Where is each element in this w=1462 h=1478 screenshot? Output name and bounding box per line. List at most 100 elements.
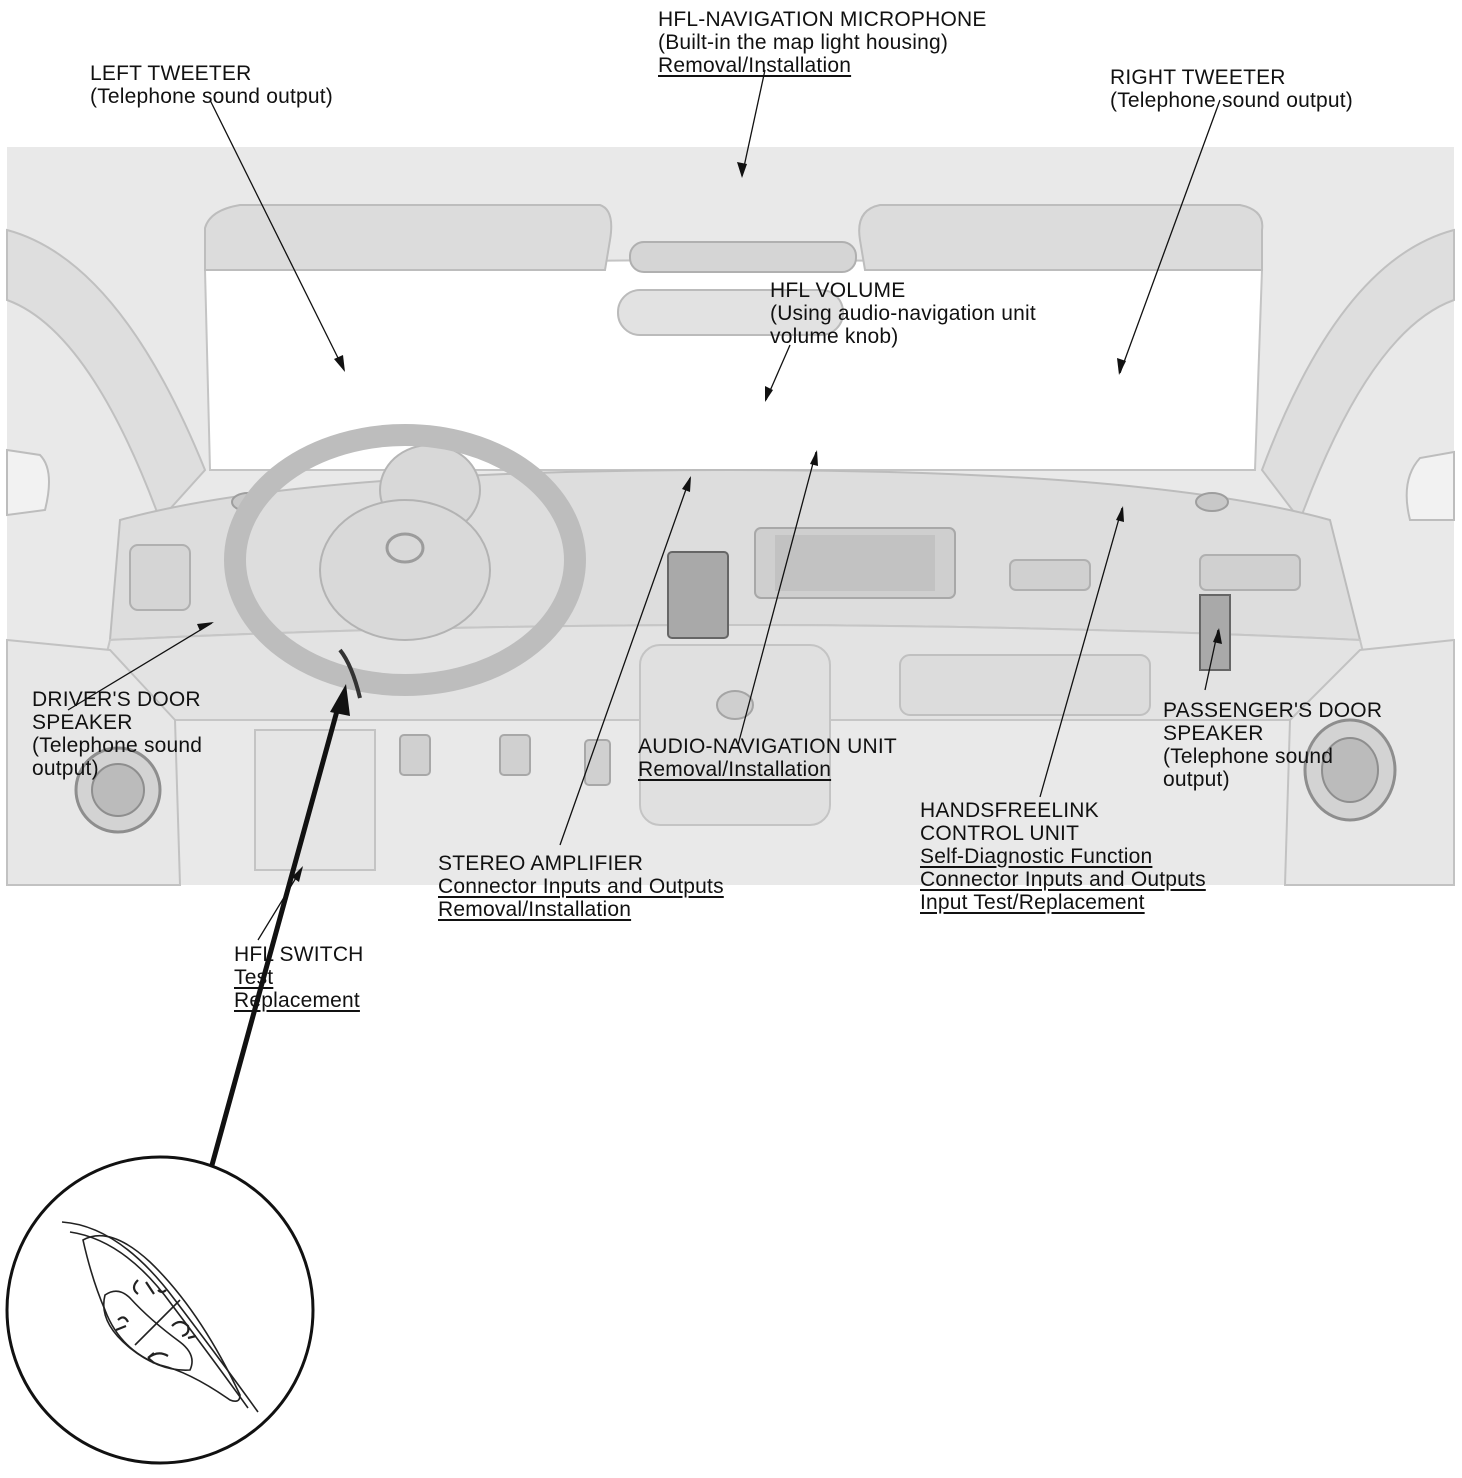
hfl-switch-callout-line: [209, 699, 343, 1166]
microphone-title: HFL-NAVIGATION MICROPHONE: [658, 8, 987, 31]
detail-wheel-edge-outer: [61, 1221, 259, 1413]
arrowhead-hfl-control: [1116, 506, 1124, 522]
passenger-door-note-line2: output): [1163, 768, 1230, 791]
hfl-volume-note-line2: volume knob): [770, 325, 899, 348]
arrowhead-passenger-door: [1213, 628, 1222, 644]
right-tweeter-grille: [1195, 492, 1229, 512]
left-vent: [129, 544, 191, 611]
leader-lines: [67, 69, 1221, 941]
handsfreelink-input-test-link[interactable]: Input Test/Replacement: [920, 891, 1145, 914]
driver-door-speaker-label: DRIVER'S DOOR SPEAKER (Telephone sound o…: [32, 688, 202, 780]
right-tweeter-label: RIGHT TWEETER (Telephone sound output): [1110, 66, 1353, 112]
right-a-pillar: [1260, 228, 1455, 523]
hfl-switch-replacement-link[interactable]: Replacement: [234, 989, 360, 1012]
navigation-display: [775, 535, 935, 591]
dashboard: [108, 468, 1362, 642]
leader-hfl-switch: [257, 867, 303, 941]
back-icon: [147, 1352, 169, 1364]
left-a-pillar: [6, 228, 207, 522]
center-vent: [1009, 559, 1091, 591]
hfl-switch-callout-arrowhead: [330, 684, 350, 716]
pick-up-hang-up-icon: [132, 1279, 167, 1295]
voice-icon: [115, 1316, 129, 1332]
right-tweeter-title: RIGHT TWEETER: [1110, 66, 1286, 89]
left-tweeter-title: LEFT TWEETER: [90, 62, 252, 85]
right-side-mirror: [1405, 450, 1455, 521]
arrowhead-audio-nav: [810, 450, 818, 466]
right-sun-visor: [858, 204, 1264, 271]
leader-left-tweeter: [209, 99, 345, 371]
handsfreelink-title-line1: HANDSFREELINK: [920, 799, 1099, 822]
passenger-door-title-line2: SPEAKER: [1163, 722, 1264, 745]
leader-right-tweeter: [1119, 99, 1221, 374]
right-tweeter-note: (Telephone sound output): [1110, 89, 1353, 112]
arrowhead-driver-door: [197, 622, 214, 631]
handsfreelink-self-diagnostic-link[interactable]: Self-Diagnostic Function: [920, 845, 1153, 868]
driver-door-speaker-cone: [91, 763, 145, 817]
microphone-label: HFL-NAVIGATION MICROPHONE (Built-in the …: [658, 8, 987, 77]
steering-wheel-emblem: [385, 532, 425, 564]
stereo-amplifier-label: STEREO AMPLIFIER Connector Inputs and Ou…: [438, 852, 724, 921]
detail-button-divider: [134, 1299, 181, 1346]
steering-wheel-hub: [319, 499, 491, 641]
microphone-note: (Built-in the map light housing): [658, 31, 949, 54]
hfl-switch-label: HFL SWITCH Test Replacement: [234, 943, 364, 1012]
audio-navigation-title: AUDIO-NAVIGATION UNIT: [638, 735, 897, 758]
audio-navigation-removal-link[interactable]: Removal/Installation: [638, 758, 832, 781]
stereo-amplifier-removal-link[interactable]: Removal/Installation: [438, 898, 632, 921]
detail-lower-button: [103, 1290, 193, 1371]
arrowhead-left-tweeter: [334, 355, 345, 372]
stereo-amplifier-connector-link[interactable]: Connector Inputs and Outputs: [438, 875, 724, 898]
arrowhead-mic: [737, 162, 747, 178]
hfl-switch-title: HFL SWITCH: [234, 943, 364, 966]
stereo-amplifier-part: [667, 551, 729, 639]
driver-door-title-line1: DRIVER'S DOOR: [32, 688, 201, 711]
hfl-volume-label: HFL VOLUME (Using audio-navigation unit …: [770, 279, 1036, 348]
microphone-removal-link[interactable]: Removal/Installation: [658, 54, 852, 77]
hfl-switch-detail: [61, 1221, 259, 1413]
leader-driver-door: [67, 622, 213, 711]
talk-icon: [171, 1320, 197, 1340]
center-console: [639, 644, 831, 826]
arrowhead-amplifier: [682, 476, 691, 492]
rear-view-mirror: [617, 289, 844, 336]
arrowhead-right-tweeter: [1117, 358, 1126, 375]
map-light-housing: [629, 241, 857, 273]
detail-wheel-edge-inner: [69, 1231, 249, 1409]
hfl-switch-detail-circle: [5, 1155, 315, 1465]
left-sun-visor: [204, 204, 613, 271]
passenger-door-note-line1: (Telephone sound: [1163, 745, 1334, 768]
leader-hfl-control: [1039, 507, 1123, 798]
handsfreelink-control-label: HANDSFREELINK CONTROL UNIT Self-Diagnost…: [920, 799, 1206, 914]
left-tweeter-label: LEFT TWEETER (Telephone sound output): [90, 62, 333, 108]
handsfreelink-title-line2: CONTROL UNIT: [920, 822, 1080, 845]
driver-door-title-line2: SPEAKER: [32, 711, 133, 734]
leader-amplifier: [559, 477, 691, 846]
passenger-door-title-line1: PASSENGER'S DOOR: [1163, 699, 1383, 722]
pedal-brake: [499, 734, 531, 776]
left-side-mirror: [6, 448, 50, 517]
steering-wheel-rim: [224, 424, 586, 696]
hfl-volume-note-line1: (Using audio-navigation unit: [770, 302, 1036, 325]
audio-navigation-label: AUDIO-NAVIGATION UNIT Removal/Installati…: [638, 735, 897, 781]
left-tweeter-note: (Telephone sound output): [90, 85, 333, 108]
arrowhead-volume: [765, 386, 773, 402]
hfl-switch-on-wheel: [338, 648, 362, 699]
glove-box: [899, 654, 1151, 716]
leader-audio-nav: [737, 451, 817, 746]
detail-switch-housing: [82, 1234, 241, 1402]
driver-door-note-line2: output): [32, 757, 99, 780]
stereo-amplifier-title: STEREO AMPLIFIER: [438, 852, 644, 875]
hfl-volume-title: HFL VOLUME: [770, 279, 906, 302]
pedal-clutch: [399, 734, 431, 776]
driver-door-note-line1: (Telephone sound: [32, 734, 203, 757]
shift-knob: [716, 690, 754, 720]
detail-button-icons: [115, 1279, 197, 1364]
handsfreelink-connector-link[interactable]: Connector Inputs and Outputs: [920, 868, 1206, 891]
passenger-door-speaker-label: PASSENGER'S DOOR SPEAKER (Telephone soun…: [1163, 699, 1382, 791]
hfl-switch-test-link[interactable]: Test: [234, 966, 274, 989]
arrowheads: [197, 162, 1222, 882]
right-vent: [1199, 554, 1301, 591]
passenger-door-speaker-cone: [1321, 737, 1379, 803]
